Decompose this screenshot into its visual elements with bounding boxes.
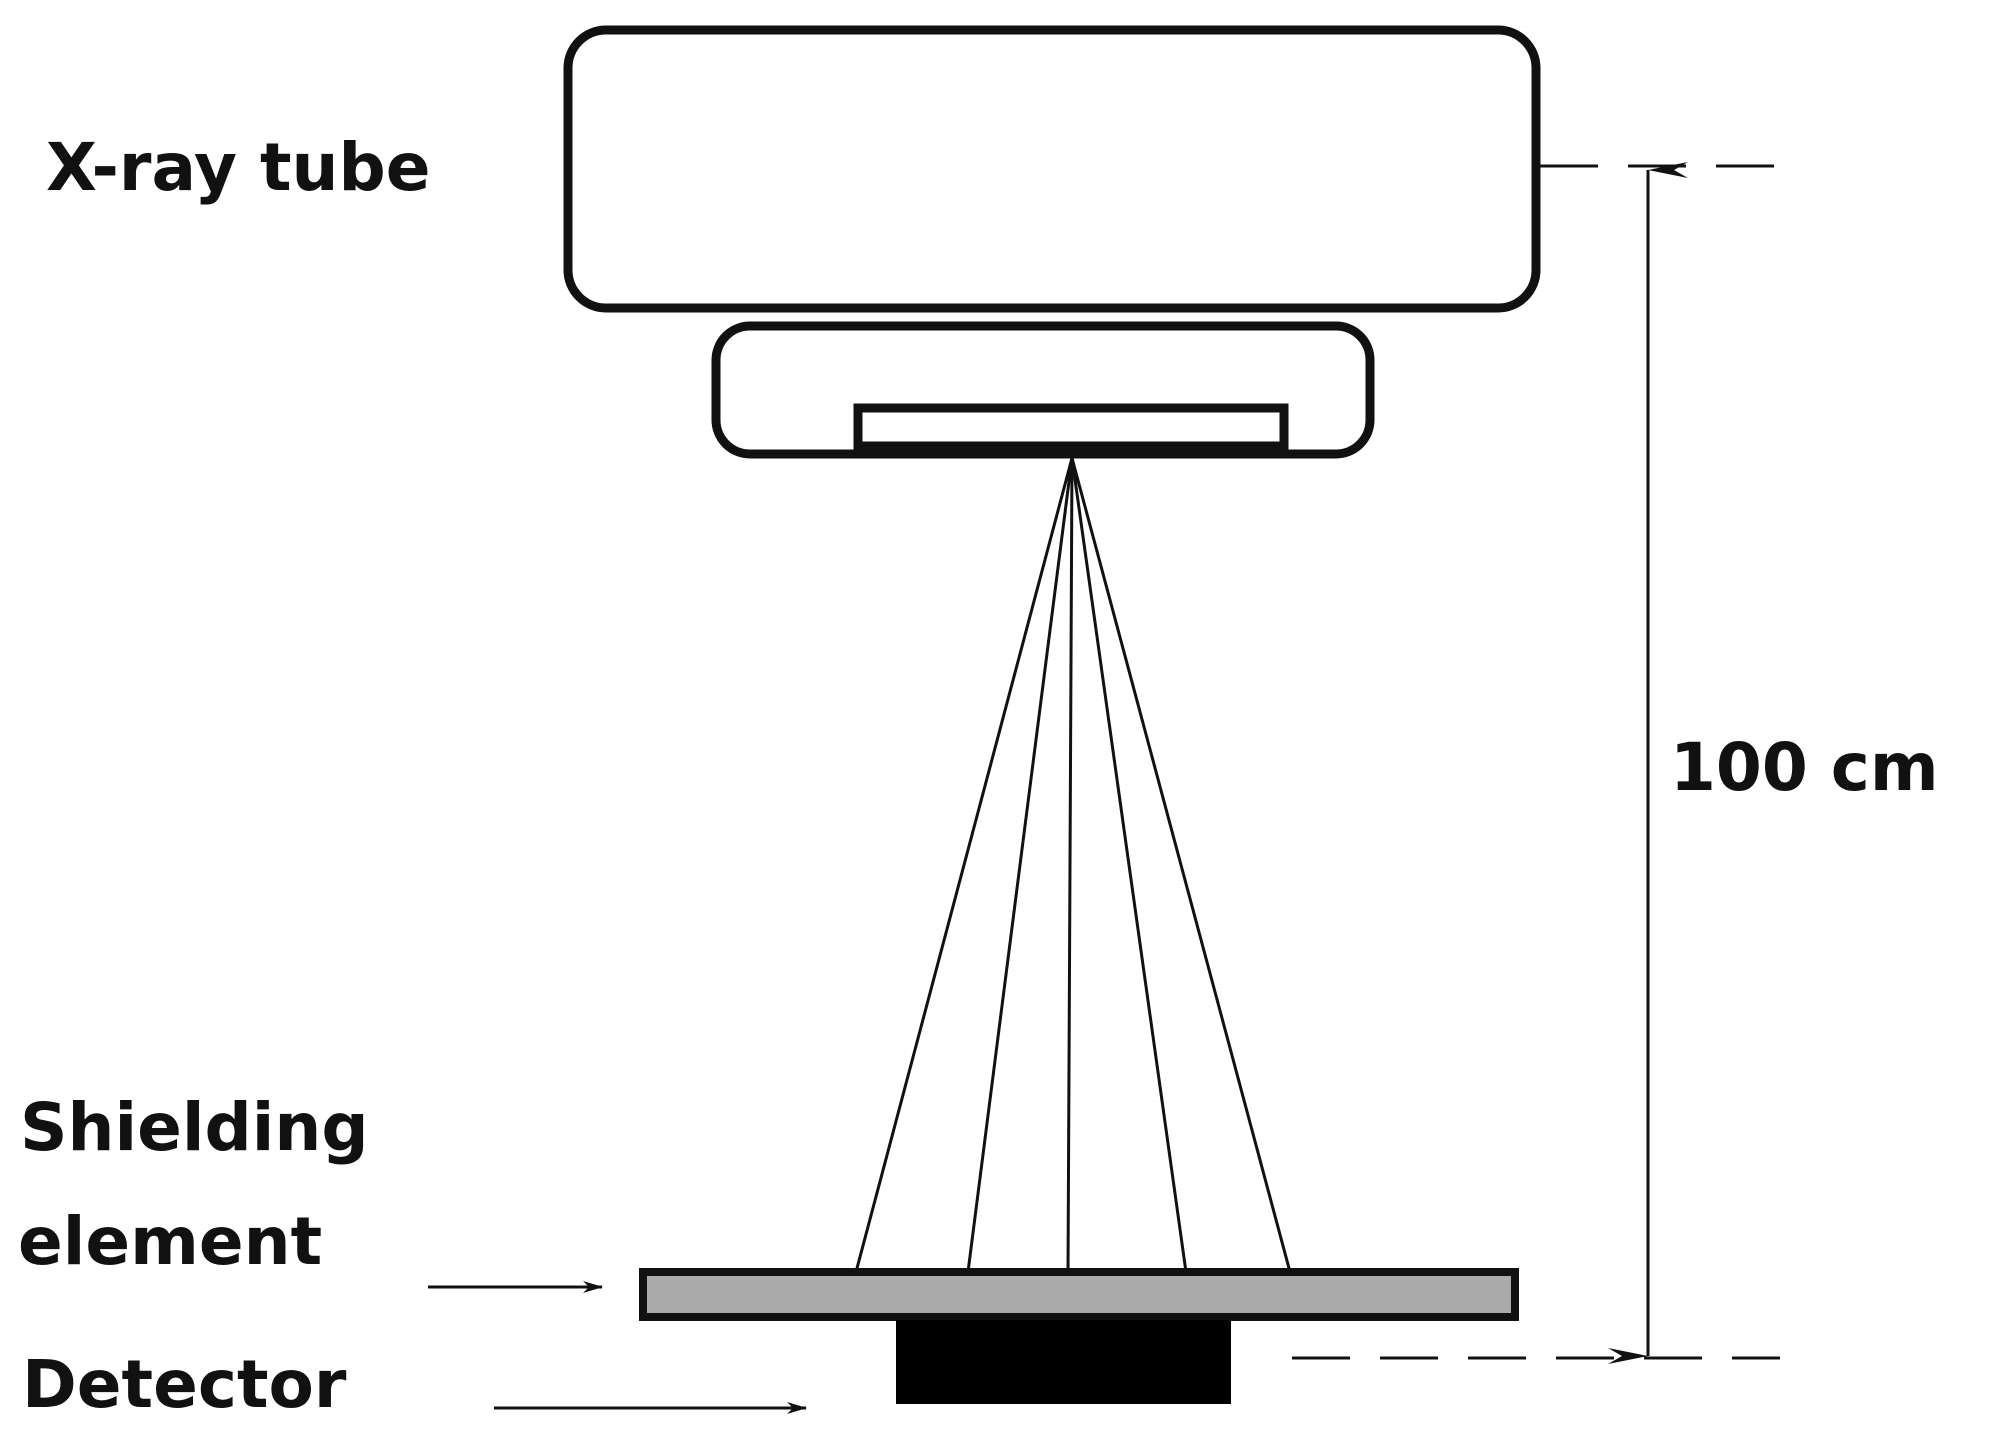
collimator-window bbox=[853, 403, 1289, 451]
xray-tube-label: X-ray tube bbox=[46, 129, 431, 206]
beam-ray bbox=[1070, 457, 1292, 1273]
beam-ray bbox=[1066, 457, 1074, 1273]
shielding-label-line2: element bbox=[18, 1203, 322, 1280]
beam-ray bbox=[966, 457, 1074, 1273]
beam-rays bbox=[854, 457, 1292, 1273]
shielding-element bbox=[639, 1268, 1519, 1321]
detector bbox=[896, 1320, 1231, 1404]
shielding-label-line1: Shielding bbox=[20, 1089, 369, 1166]
beam-ray bbox=[1070, 457, 1188, 1273]
detector-label: Detector bbox=[22, 1346, 347, 1423]
beam-ray bbox=[854, 457, 1074, 1273]
xray-tube-housing bbox=[563, 25, 1541, 313]
distance-label: 100 cm bbox=[1670, 729, 1939, 806]
